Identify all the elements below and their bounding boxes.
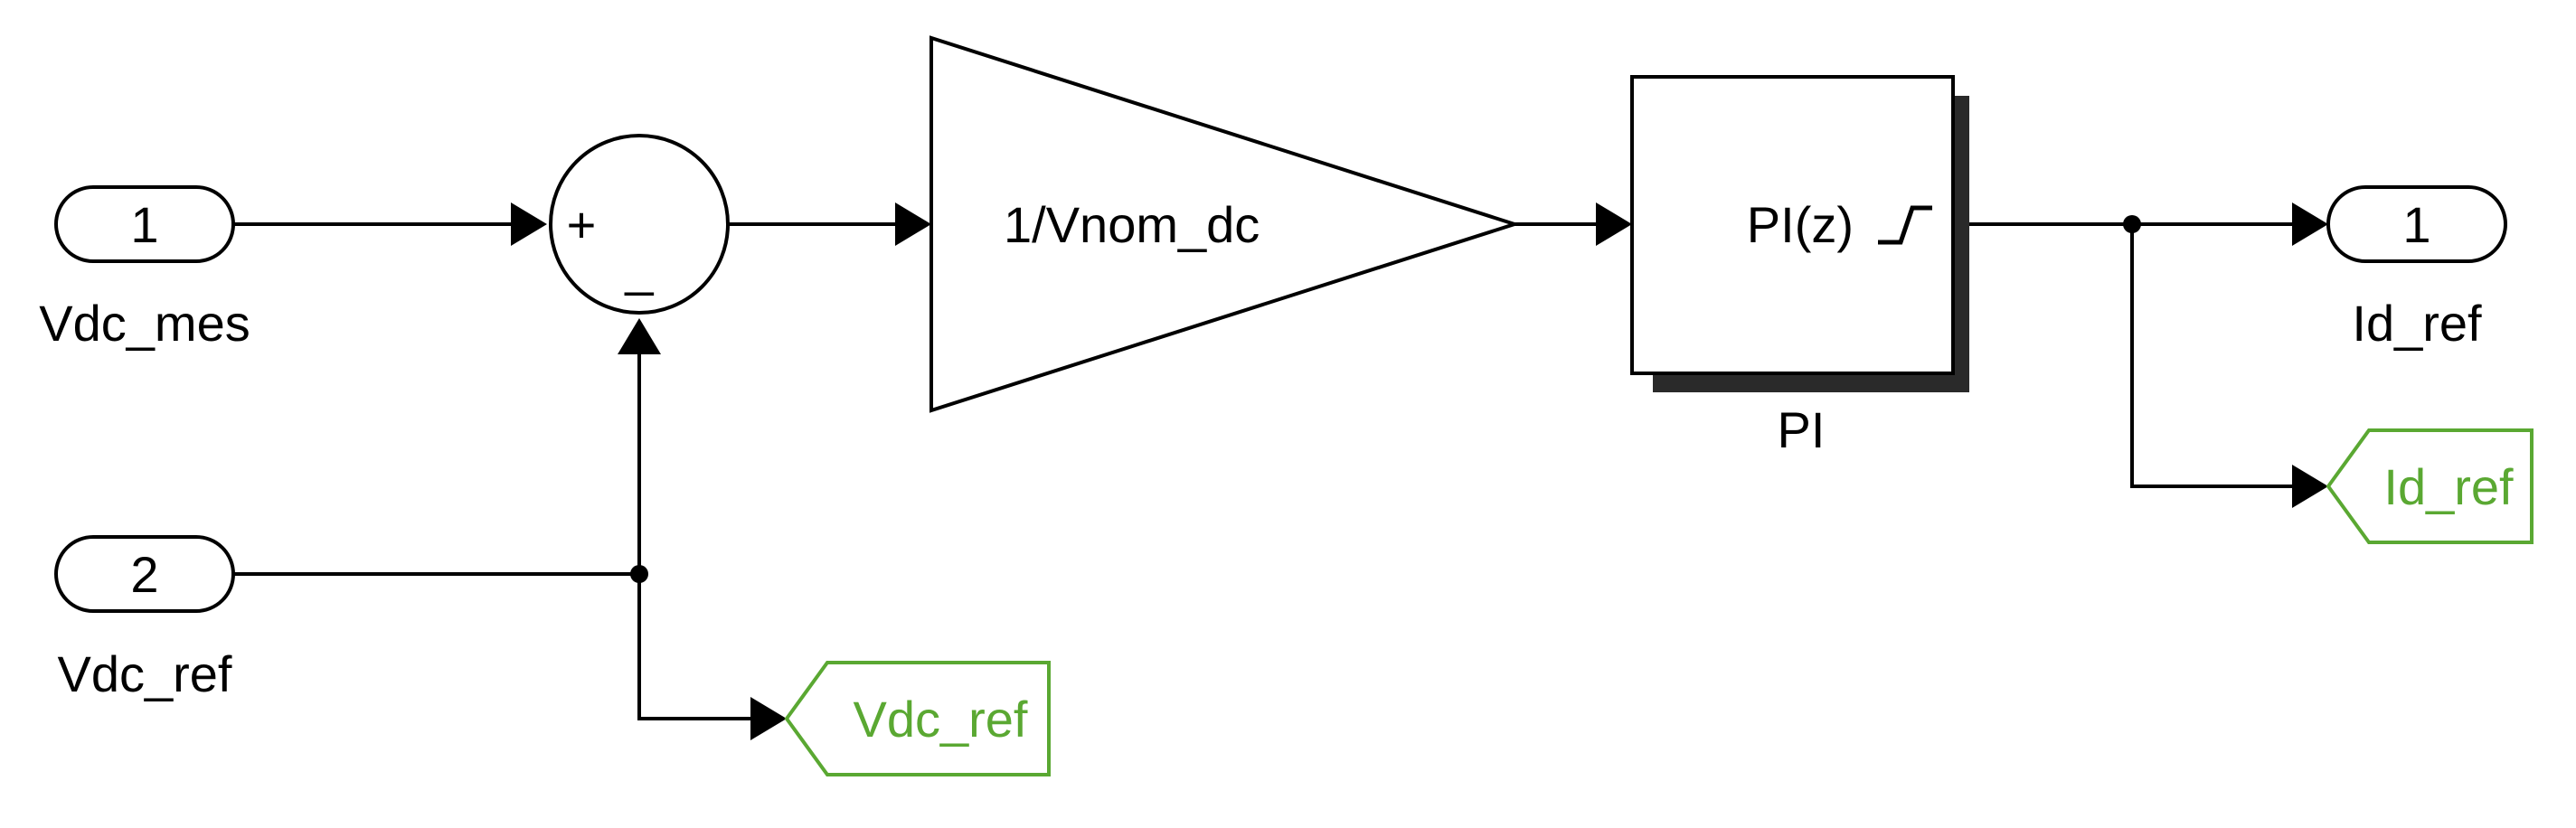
inport-vdc-mes[interactable]: 1 Vdc_mes xyxy=(39,185,250,352)
goto-id-ref-tag: Id_ref xyxy=(2383,458,2514,515)
inport-vdc-ref-number: 2 xyxy=(130,546,158,603)
gain-triangle[interactable] xyxy=(929,35,1521,413)
inport-vdc-ref-label: Vdc_ref xyxy=(58,645,232,702)
gain-label: 1/Vnom_dc xyxy=(1004,196,1260,253)
signal-branch-to-goto-vdc-ref[interactable] xyxy=(637,574,750,720)
arrowhead-goto-vdc-ref xyxy=(750,697,787,740)
sum-minus-sign: _ xyxy=(624,240,654,296)
goto-vdc-ref-tag: Vdc_ref xyxy=(854,691,1028,748)
goto-vdc-ref-shape[interactable] xyxy=(784,661,1051,776)
pi-block-box[interactable] xyxy=(1630,75,1955,375)
outport-id-ref-label: Id_ref xyxy=(2352,295,2482,352)
pi-block[interactable]: PI(z) PI xyxy=(1630,75,1969,458)
arrowhead-gain xyxy=(895,202,931,246)
goto-id-ref-shape[interactable] xyxy=(2326,428,2534,544)
arrowhead-outport xyxy=(2292,202,2328,246)
inport-vdc-ref[interactable]: 2 Vdc_ref xyxy=(54,535,235,702)
outport-id-ref[interactable]: 1 Id_ref xyxy=(2326,185,2507,352)
pi-block-name: PI xyxy=(1778,401,1826,458)
arrowhead-sum-plus xyxy=(511,202,547,246)
signal-branch-to-goto-id-ref[interactable] xyxy=(2130,224,2292,488)
inport-vdc-ref-shape[interactable] xyxy=(54,535,235,613)
sum-block[interactable]: + _ xyxy=(549,134,730,315)
goto-vdc-ref[interactable]: Vdc_ref xyxy=(784,661,1051,776)
outport-id-ref-shape[interactable] xyxy=(2326,185,2507,263)
arrowhead-goto-id-ref xyxy=(2292,465,2328,508)
outport-id-ref-number: 1 xyxy=(2402,196,2430,253)
goto-id-ref[interactable]: Id_ref xyxy=(2326,428,2534,544)
sum-circle[interactable] xyxy=(549,134,730,315)
branch-point-id-ref xyxy=(2123,215,2141,233)
sum-plus-sign: + xyxy=(567,196,597,253)
inport-vdc-mes-number: 1 xyxy=(130,196,158,253)
arrowhead-pi xyxy=(1596,202,1632,246)
arrowhead-sum-minus xyxy=(618,318,661,354)
saturation-step-icon xyxy=(1878,205,1932,245)
inport-vdc-mes-shape[interactable] xyxy=(54,185,235,263)
inport-vdc-mes-label: Vdc_mes xyxy=(39,295,250,352)
gain-block[interactable]: 1/Vnom_dc xyxy=(929,35,1521,413)
branch-point-vdc-ref xyxy=(630,565,648,583)
pi-block-label: PI(z) xyxy=(1747,196,1854,253)
